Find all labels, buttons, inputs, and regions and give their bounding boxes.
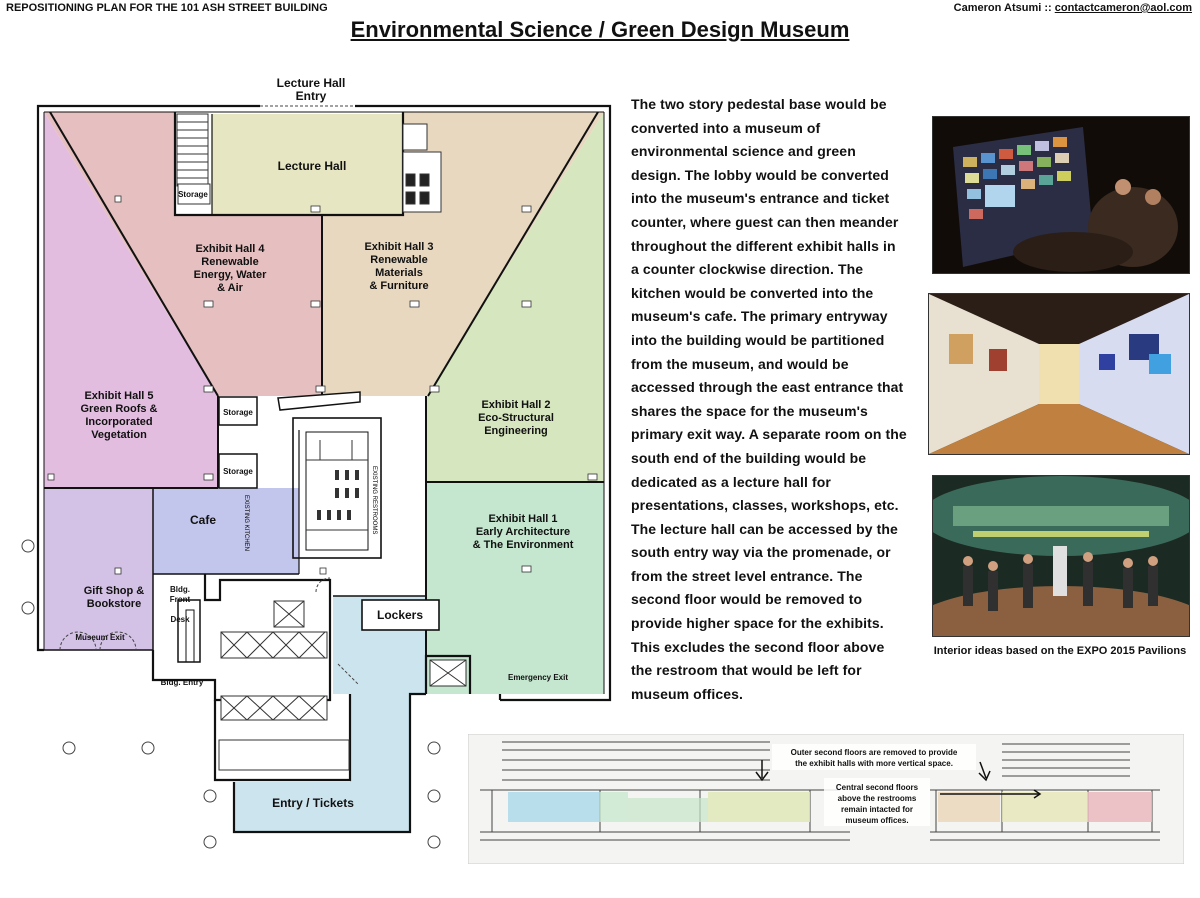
lecture-hall-label: Lecture Hall [278,159,347,173]
storage-top-label: Storage [178,190,208,199]
hall5-label-2: Green Roofs & [80,403,157,415]
hall2-label-2: Eco-Structural [478,412,554,424]
hall2-label-3: Engineering [484,425,548,437]
expo-photo-1-image [933,117,1189,273]
gift-shop-zone [44,488,153,650]
author-credit: Cameron Atsumi :: contactcameron@aol.com [954,2,1192,14]
expo-photo-2-image [929,294,1189,454]
hall4-label-2: Renewable [201,256,258,268]
hall1-label-2: Early Architecture [476,526,570,538]
project-description: The two story pedestal base would be con… [631,96,907,702]
existing-kitchen-label: EXISTING KITCHEN [243,495,249,551]
hall5-zone [44,112,218,488]
storage-mid2-label: Storage [223,467,253,476]
hall5-label-3: Incorporated [85,416,152,428]
hall3-label-2: Renewable [370,254,427,266]
expo-photo-3-image [933,476,1189,636]
museum-exit-label: Museum Exit [75,633,125,642]
expo-photo-3 [932,475,1190,637]
section-note2-line1: Central second floors [836,783,919,792]
cafe-label: Cafe [190,513,216,527]
hall2-zone [426,112,604,482]
section-note2-line3: remain intacted for [841,805,913,814]
front-desk-label-1: Bldg. [170,585,190,594]
emergency-exit-label: Emergency Exit [508,673,568,682]
expo-photo-2 [928,293,1190,455]
entry-tickets-label: Entry / Tickets [272,796,354,810]
hall1-label-1: Exhibit Hall 1 [488,513,557,525]
front-desk-label-3: Desk [170,615,190,624]
lecture-hall-entry-label-2: Entry [296,89,327,103]
gift-shop-label-1: Gift Shop & [84,585,145,597]
section-note1-line1: Outer second floors are removed to provi… [791,748,958,757]
building-section-diagram: Outer second floors are removed to provi… [468,734,1184,864]
hall4-zone [44,112,322,396]
lockers-label: Lockers [377,608,423,622]
hall3-label-3: Materials [375,267,423,279]
hall1-label-3: & The Environment [473,539,574,551]
hall3-label-4: & Furniture [369,280,428,292]
hall2-label-1: Exhibit Hall 2 [481,399,550,411]
storage-mid1-label: Storage [223,408,253,417]
bldg-entry-label: Bldg. Entry [161,678,204,687]
hall4-label-3: Energy, Water [194,269,267,281]
project-heading: REPOSITIONING PLAN FOR THE 101 ASH STREE… [6,2,328,14]
cafe-zone [153,488,299,574]
existing-restrooms-label: EXISTING RESTROOMS [371,466,377,534]
section-note2-line4: museum offices. [845,816,908,825]
hall4-label-4: & Air [217,282,244,294]
floor-plan: Lecture Hall Entry Lecture Hall Storage … [21,76,612,849]
hall4-label-1: Exhibit Hall 4 [195,243,265,255]
hall3-zone [322,112,604,396]
gift-shop-label-2: Bookstore [87,598,141,610]
lecture-hall-zone [212,114,402,215]
lecture-hall-entry-label-1: Lecture Hall [277,76,346,90]
hall5-label-4: Vegetation [91,429,147,441]
expo-photo-1 [932,116,1190,274]
section-note2-line2: above the restrooms [838,794,917,803]
hall1-zone [426,482,604,694]
author-name: Cameron Atsumi :: [953,2,1052,14]
page-title: Environmental Science / Green Design Mus… [350,17,850,42]
section-note1-line2: the exhibit halls with more vertical spa… [795,759,953,768]
author-email-link[interactable]: contactcameron@aol.com [1054,2,1192,14]
hall5-label-1: Exhibit Hall 5 [84,390,153,402]
hall3-label-1: Exhibit Hall 3 [364,241,433,253]
entry-zone [234,596,426,832]
front-desk-label-2: Front [170,595,191,604]
photo-caption: Interior ideas based on the EXPO 2015 Pa… [933,645,1187,657]
